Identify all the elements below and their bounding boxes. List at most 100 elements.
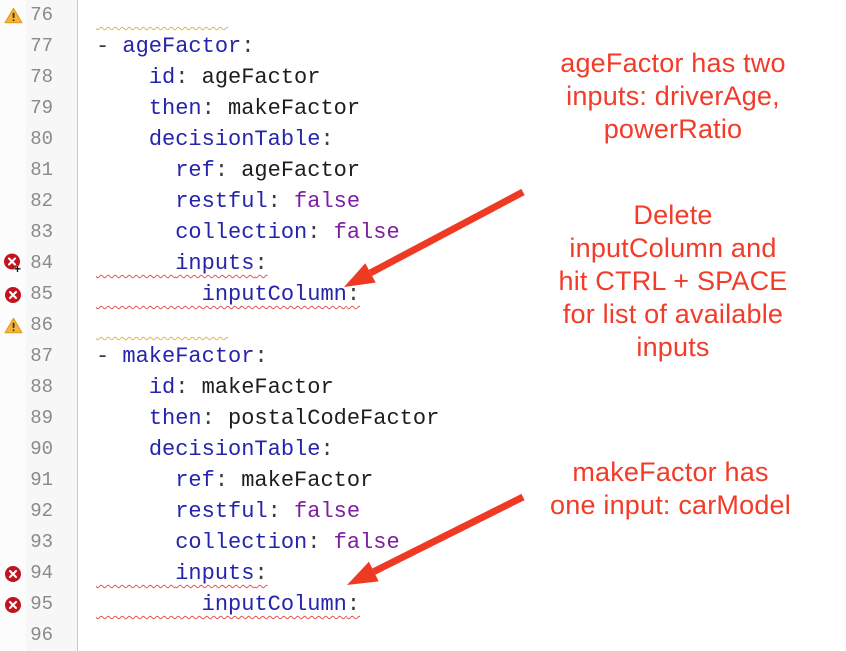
line-number[interactable]: 91 xyxy=(26,465,78,496)
code-text[interactable]: id: makeFactor xyxy=(78,372,846,403)
line-number[interactable]: 96 xyxy=(26,620,78,651)
code-text[interactable] xyxy=(78,0,846,31)
gutter-annotation-ruler xyxy=(0,620,26,651)
code-line: 93 collection: false xyxy=(0,527,846,558)
code-token xyxy=(96,251,175,276)
code-line: 92 restful: false xyxy=(0,496,846,527)
code-token: : xyxy=(254,344,268,369)
code-line: 91 ref: makeFactor xyxy=(0,465,846,496)
svg-text:+: + xyxy=(14,262,21,274)
error-icon[interactable] xyxy=(3,564,23,584)
code-text[interactable]: inputs: xyxy=(78,248,846,279)
code-token: false xyxy=(333,220,400,245)
line-number[interactable]: 92 xyxy=(26,496,78,527)
code-token: : xyxy=(201,96,229,121)
code-token xyxy=(96,313,228,338)
code-text[interactable]: decisionTable: xyxy=(78,434,846,465)
error-icon[interactable] xyxy=(3,285,23,305)
code-line: 89 then: postalCodeFactor xyxy=(0,403,846,434)
code-text[interactable]: decisionTable: xyxy=(78,124,846,155)
code-token: collection xyxy=(175,530,308,555)
code-token xyxy=(96,468,175,493)
code-text[interactable] xyxy=(78,620,846,651)
code-token: : xyxy=(254,561,268,586)
line-number[interactable]: 83 xyxy=(26,217,78,248)
code-text[interactable]: ref: makeFactor xyxy=(78,465,846,496)
line-number[interactable]: 81 xyxy=(26,155,78,186)
code-token: : xyxy=(241,34,255,59)
code-text[interactable]: - makeFactor: xyxy=(78,341,846,372)
line-number[interactable]: 84 xyxy=(26,248,78,279)
gutter-annotation-ruler xyxy=(0,31,26,62)
code-token: ageFactor xyxy=(241,158,361,183)
code-text[interactable]: collection: false xyxy=(78,527,846,558)
code-token: ref xyxy=(175,158,215,183)
annotation-text-line: powerRatio xyxy=(603,114,743,144)
code-text[interactable]: restful: false xyxy=(78,496,846,527)
line-number[interactable]: 90 xyxy=(26,434,78,465)
code-token xyxy=(96,220,175,245)
code-token xyxy=(96,127,149,152)
code-token xyxy=(96,499,175,524)
line-number[interactable]: 76 xyxy=(26,0,78,31)
code-line: 96 xyxy=(0,620,846,651)
code-line: 77- ageFactor: xyxy=(0,31,846,62)
line-number[interactable]: 82 xyxy=(26,186,78,217)
code-text[interactable]: inputColumn: xyxy=(78,279,846,310)
line-number[interactable]: 80 xyxy=(26,124,78,155)
gutter-annotation-ruler xyxy=(0,217,26,248)
line-number[interactable]: 89 xyxy=(26,403,78,434)
code-token: : xyxy=(320,127,334,152)
code-text[interactable]: inputs: xyxy=(78,558,846,589)
line-number[interactable]: 79 xyxy=(26,93,78,124)
code-token: restful xyxy=(175,499,268,524)
code-token xyxy=(96,158,175,183)
error-icon[interactable] xyxy=(3,595,23,615)
code-token: ageFactor xyxy=(201,65,321,90)
line-number[interactable]: 94 xyxy=(26,558,78,589)
code-text[interactable]: then: postalCodeFactor xyxy=(78,403,846,434)
warning-icon[interactable] xyxy=(3,6,23,26)
line-number[interactable]: 86 xyxy=(26,310,78,341)
code-line: 86 xyxy=(0,310,846,341)
code-token: false xyxy=(333,530,400,555)
warning-icon[interactable] xyxy=(3,316,23,336)
code-line: 90 decisionTable: xyxy=(0,434,846,465)
code-text[interactable]: ref: ageFactor xyxy=(78,155,846,186)
line-number[interactable]: 88 xyxy=(26,372,78,403)
line-number[interactable]: 85 xyxy=(26,279,78,310)
code-token xyxy=(96,375,149,400)
annotation-text-line: one input: carModel xyxy=(550,490,791,520)
code-text[interactable]: inputColumn: xyxy=(78,589,846,620)
line-number[interactable]: 87 xyxy=(26,341,78,372)
code-token: inputs xyxy=(175,561,255,586)
code-text[interactable]: id: ageFactor xyxy=(78,62,846,93)
code-token: : xyxy=(346,592,361,617)
code-token: : xyxy=(307,530,334,555)
code-text[interactable]: - ageFactor: xyxy=(78,31,846,62)
squiggle-underline-warning xyxy=(96,3,228,28)
code-text[interactable]: then: makeFactor xyxy=(78,93,846,124)
code-text[interactable]: restful: false xyxy=(78,186,846,217)
code-token xyxy=(96,65,149,90)
code-token xyxy=(96,3,228,28)
gutter-annotation-ruler xyxy=(0,341,26,372)
line-number[interactable]: 77 xyxy=(26,31,78,62)
gutter-annotation-ruler xyxy=(0,434,26,465)
line-number[interactable]: 78 xyxy=(26,62,78,93)
line-number[interactable]: 93 xyxy=(26,527,78,558)
gutter-annotation-ruler xyxy=(0,527,26,558)
code-token: : xyxy=(254,251,268,276)
gutter-annotation-ruler xyxy=(0,124,26,155)
annotation-text-line: ageFactor has two xyxy=(560,48,786,78)
line-number[interactable]: 95 xyxy=(26,589,78,620)
code-token: restful xyxy=(175,189,268,214)
code-token xyxy=(96,561,175,586)
code-token: makeFactor xyxy=(228,96,361,121)
code-line: 83 collection: false xyxy=(0,217,846,248)
error-overlay-icon[interactable]: + xyxy=(3,253,23,274)
